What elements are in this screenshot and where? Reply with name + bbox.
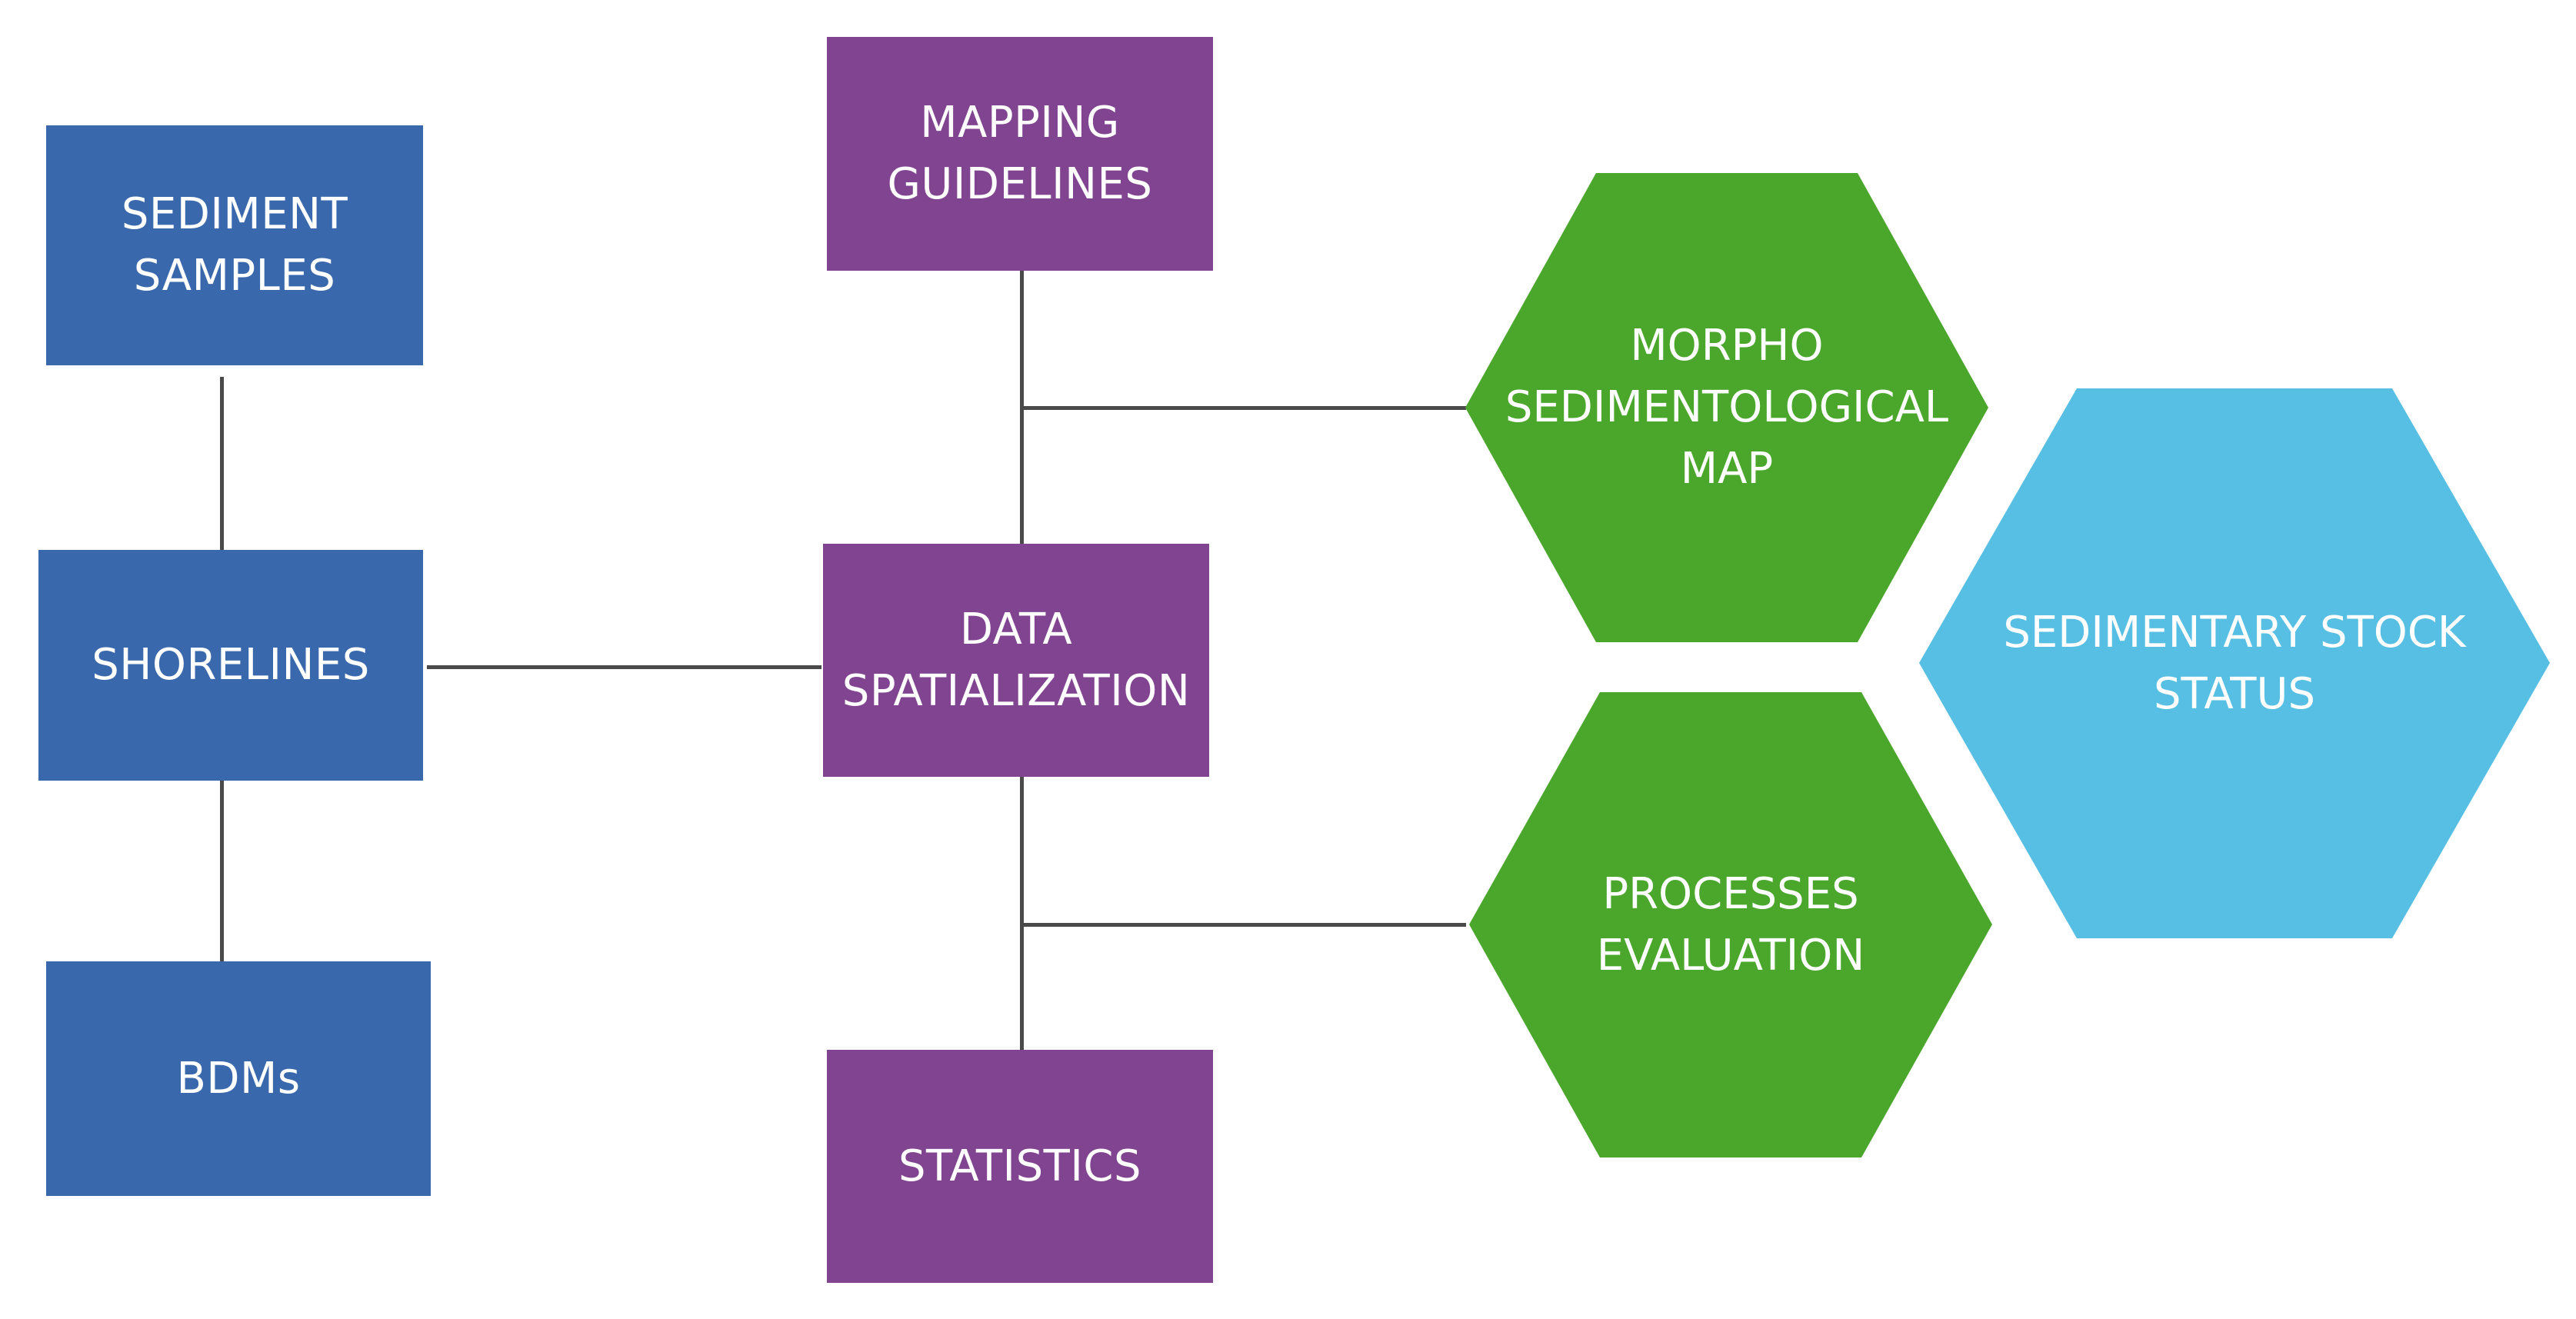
shorelines-box: SHORELINES [38, 550, 423, 781]
statistics-label: STATISTICS [898, 1141, 1141, 1191]
sediment-samples-label: SEDIMENT SAMPLES [121, 189, 348, 301]
sedimentary-stock-status-hex: SEDIMENTARY STOCK STATUS [1919, 388, 2550, 938]
connector-to-processes-evaluation [1020, 923, 1466, 927]
connector-shorelines-bdms [220, 781, 224, 961]
connector-samples-shorelines [220, 377, 224, 550]
stock-status-hex-shape [1919, 388, 2550, 938]
morpho-sedimentological-map-label: MORPHO SEDIMENTOLOGICAL MAP [1505, 321, 1949, 494]
data-spatialization-box: DATA SPATIALIZATION [823, 544, 1209, 777]
sedimentary-stock-status-label: SEDIMENTARY STOCK STATUS [2003, 607, 2466, 719]
mapping-guidelines-box: MAPPING GUIDELINES [827, 37, 1213, 271]
shorelines-label: SHORELINES [92, 640, 370, 690]
connector-shorelines-spatialization [427, 665, 821, 669]
processes-hex-shape [1469, 692, 1992, 1157]
bdms-box: BDMs [46, 961, 431, 1196]
statistics-box: STATISTICS [827, 1050, 1213, 1283]
connector-spatialization-statistics [1020, 777, 1024, 1050]
sediment-samples-box: SEDIMENT SAMPLES [46, 125, 423, 365]
mapping-guidelines-label: MAPPING GUIDELINES [887, 98, 1153, 209]
processes-evaluation-hex: PROCESSES EVALUATION [1469, 692, 1992, 1157]
data-spatialization-label: DATA SPATIALIZATION [841, 604, 1191, 716]
connector-to-morpho-map [1020, 406, 1466, 410]
processes-evaluation-label: PROCESSES EVALUATION [1596, 868, 1865, 981]
morpho-sedimentological-map-hex: MORPHO SEDIMENTOLOGICAL MAP [1465, 173, 1988, 642]
morpho-hex-shape [1465, 173, 1988, 642]
bdms-label: BDMs [176, 1053, 301, 1104]
